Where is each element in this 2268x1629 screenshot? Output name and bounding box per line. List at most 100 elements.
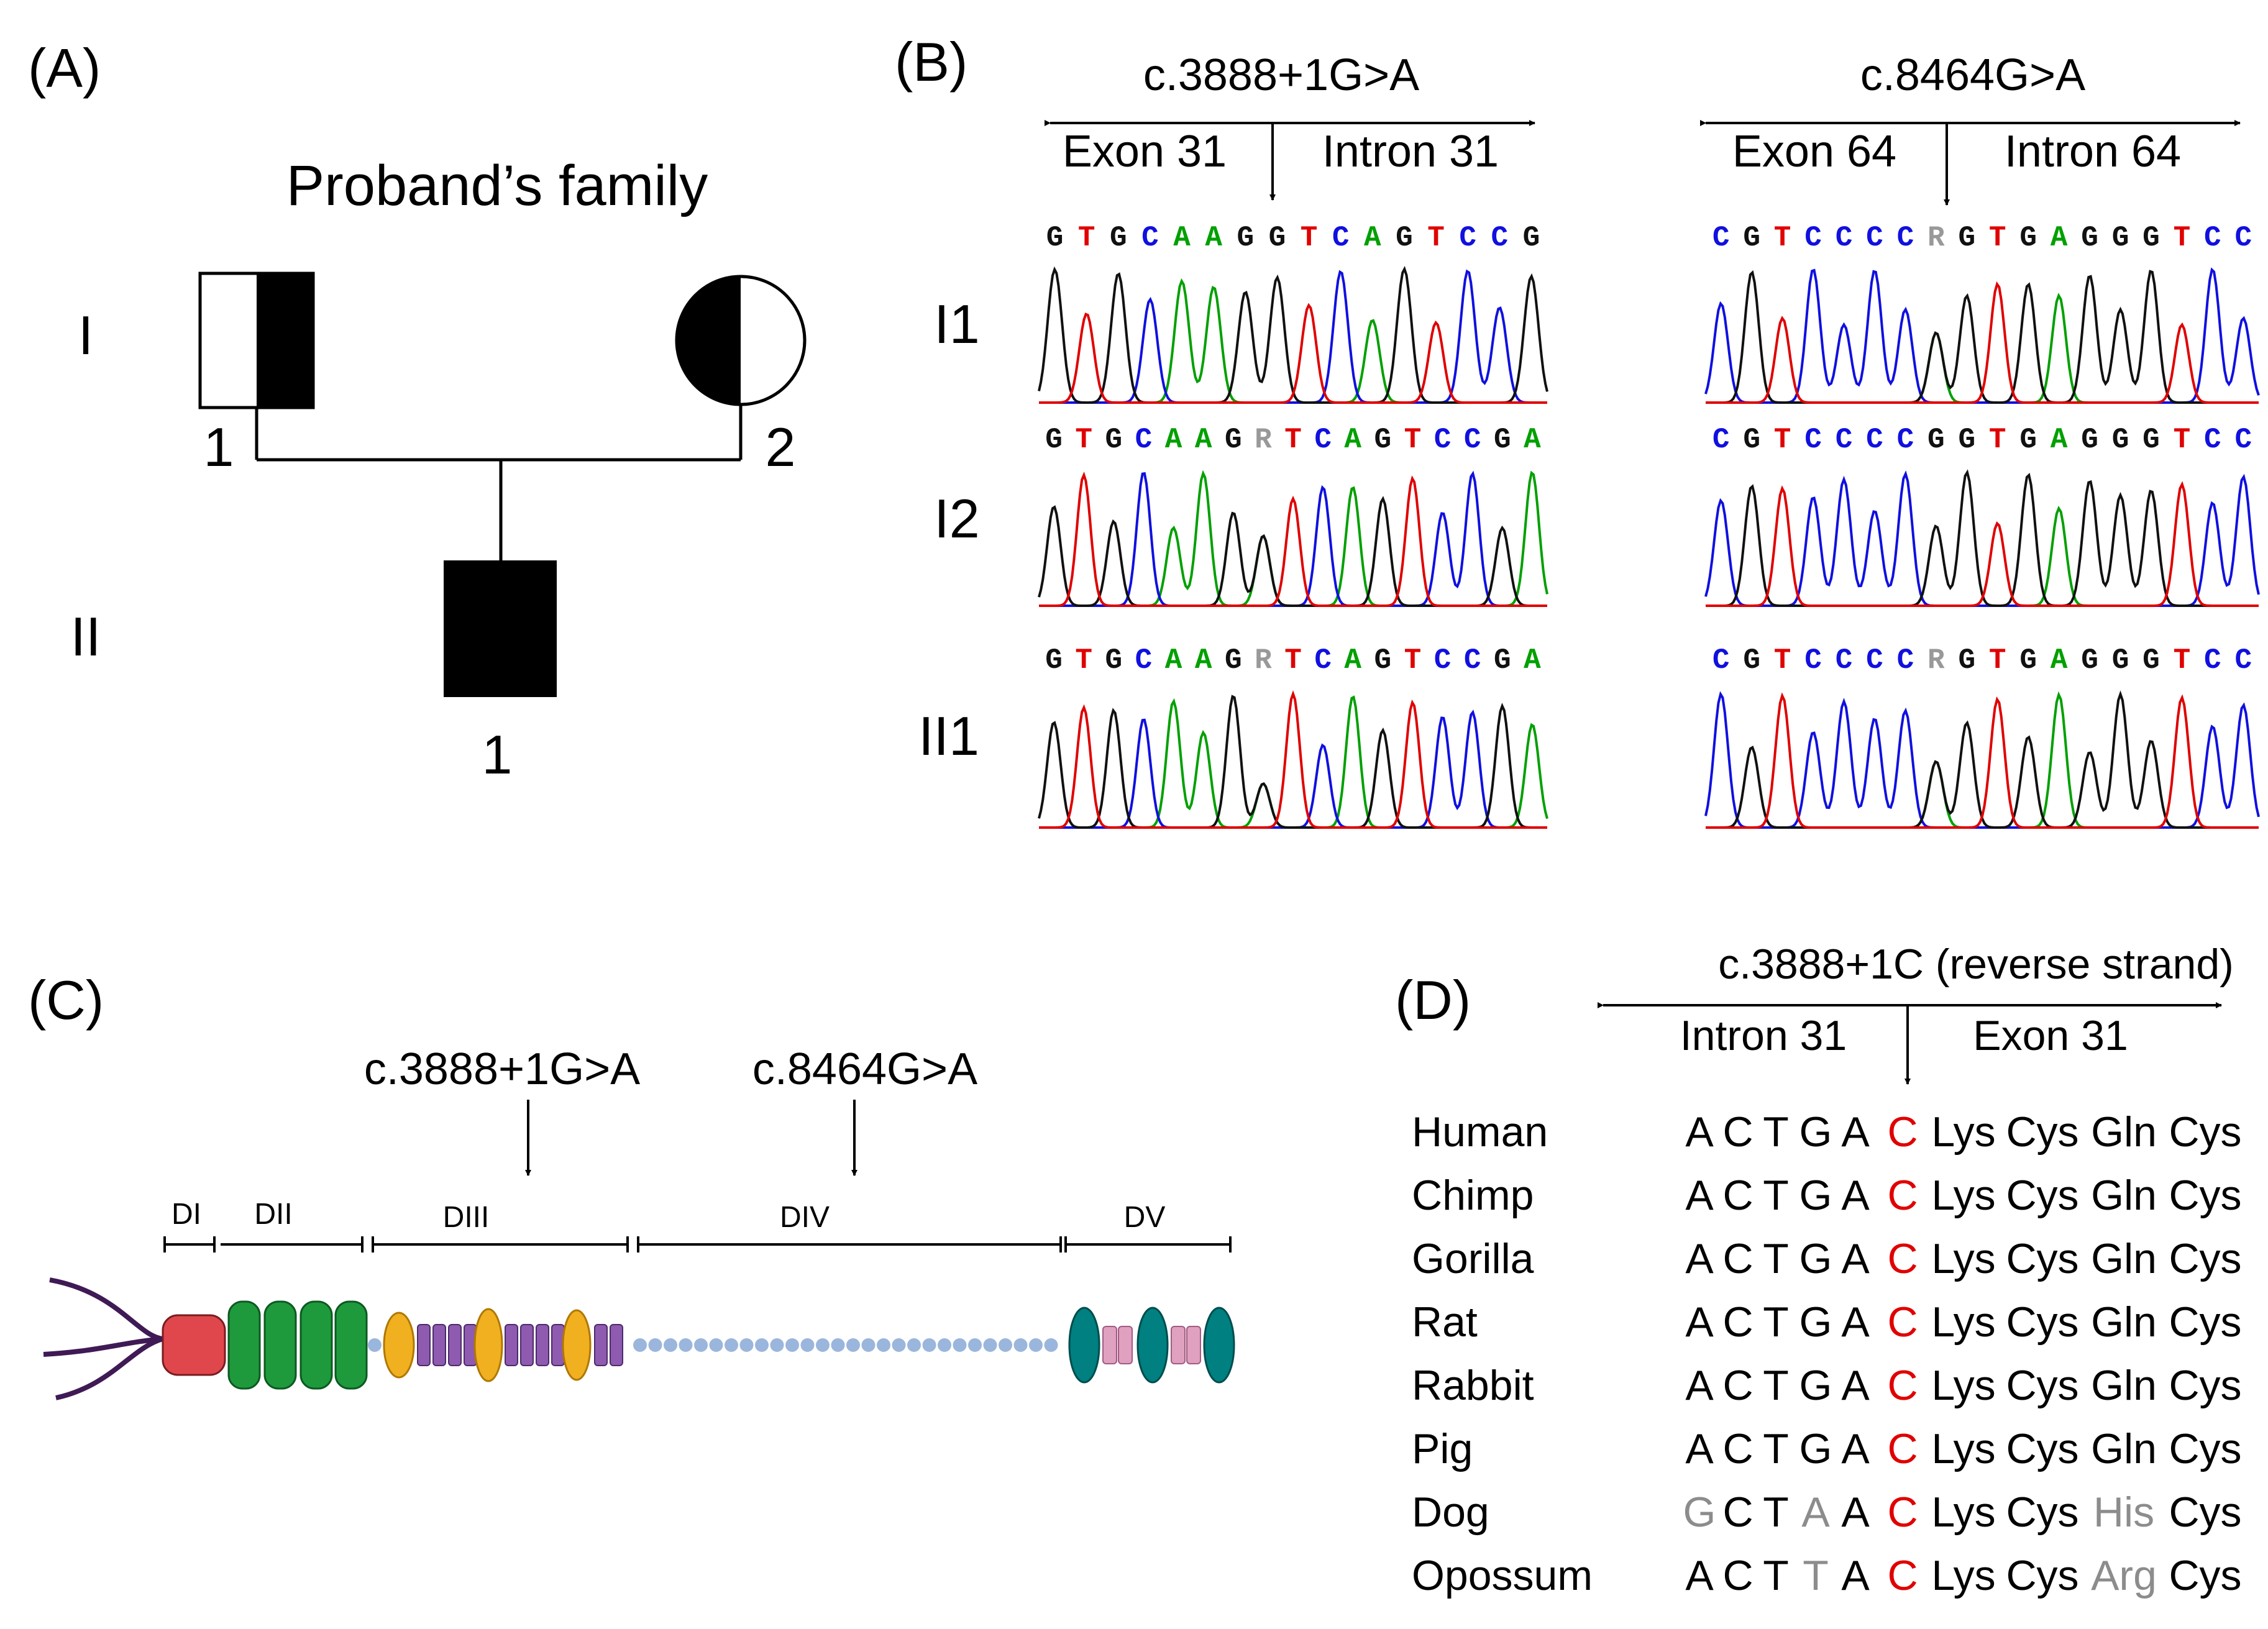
base-letter: G xyxy=(2019,644,2037,677)
base-letter: C xyxy=(1434,644,1452,677)
base-letter: G xyxy=(1743,222,1760,254)
base-letter: G xyxy=(1494,424,1511,456)
base-letter: G xyxy=(1046,222,1064,254)
variant-2-label: c.8464G>A xyxy=(752,1044,977,1094)
base-letter: G xyxy=(1110,222,1127,254)
egf-like-domain xyxy=(334,1300,368,1390)
nucleotide-cell: A xyxy=(1841,1552,1870,1599)
amino-acid-cell: Cys xyxy=(2169,1552,2241,1599)
base-letter: G xyxy=(1045,424,1063,456)
chromatogram-traces xyxy=(1038,265,2260,829)
linker-bead xyxy=(709,1338,723,1352)
base-letter: G xyxy=(2112,424,2129,456)
nucleotide-cell: C xyxy=(1722,1489,1753,1536)
base-letter: C xyxy=(1866,424,1883,456)
base-letter: G xyxy=(1045,644,1063,677)
base-letter: C xyxy=(1836,644,1853,677)
egf-small-domain xyxy=(536,1324,549,1366)
base-letter: C xyxy=(1491,222,1509,254)
linker-bead xyxy=(725,1338,738,1352)
amino-acid-cell: Cys xyxy=(2006,1108,2078,1156)
base-letter: G xyxy=(2081,424,2098,456)
species-name: Dog xyxy=(1412,1489,1489,1536)
nucleotide-cell: T xyxy=(1803,1552,1829,1599)
amino-acid-cell: Gln xyxy=(2091,1298,2157,1346)
generation-i-label: I xyxy=(78,304,93,366)
linker-bead xyxy=(694,1338,708,1352)
base-letter: G xyxy=(1958,644,1975,677)
species-name: Rabbit xyxy=(1412,1362,1534,1409)
nucleotide-cell: C xyxy=(1722,1298,1753,1346)
alignment-title: c.3888+1C (reverse strand) xyxy=(1718,941,2234,988)
base-letter: A xyxy=(1195,644,1212,677)
g-domain xyxy=(1203,1307,1235,1384)
base-letter: C xyxy=(2234,222,2252,254)
base-letter: C xyxy=(1712,222,1730,254)
amino-acid-cell: Cys xyxy=(2006,1489,2078,1536)
species-name: Pig xyxy=(1412,1425,1473,1472)
nucleotide-cell: C xyxy=(1887,1108,1918,1156)
base-letter: G xyxy=(2142,644,2160,677)
base-letter: G xyxy=(1396,222,1413,254)
base-letter: C xyxy=(1135,424,1153,456)
base-letter: C xyxy=(1897,424,1914,456)
amino-acid-cell: Lys xyxy=(1931,1172,1995,1219)
mother-number: 2 xyxy=(766,416,796,478)
egf-small-domain xyxy=(610,1324,623,1366)
proband-number: 1 xyxy=(482,724,513,785)
linker-bead xyxy=(953,1338,967,1352)
base-letter: R xyxy=(1927,644,1945,677)
nucleotide-cell: A xyxy=(1685,1172,1714,1219)
trace-a xyxy=(1039,470,1548,607)
generation-ii-label: II xyxy=(71,606,101,667)
amino-acid-cell: Cys xyxy=(2006,1235,2078,1282)
amino-acid-cell: Cys xyxy=(2006,1425,2078,1472)
nucleotide-cell: A xyxy=(1841,1298,1870,1346)
amino-acid-cell: Arg xyxy=(2091,1552,2157,1599)
base-letter: G xyxy=(1958,222,1975,254)
base-letter: T xyxy=(1427,222,1445,254)
father-number: 1 xyxy=(204,416,234,478)
base-letter: G xyxy=(2019,424,2037,456)
base-letter: A xyxy=(1344,424,1361,456)
domain-label-diii: DIII xyxy=(443,1201,490,1234)
amino-acid-cell: Cys xyxy=(2169,1362,2241,1409)
base-letter: A xyxy=(2051,222,2068,254)
linker-bead xyxy=(368,1338,382,1352)
trace-t xyxy=(1706,481,2259,607)
base-letter: G xyxy=(1225,644,1242,677)
egf-like-domain xyxy=(300,1300,333,1390)
base-letter: C xyxy=(1804,424,1822,456)
linker-bead xyxy=(1013,1338,1028,1352)
base-letter: C xyxy=(1836,222,1853,254)
nucleotide-cell: C xyxy=(1887,1172,1918,1219)
base-letter: C xyxy=(1314,644,1332,677)
left-intron-label: Intron 31 xyxy=(1322,127,1499,176)
g-domain xyxy=(1068,1307,1100,1384)
nucleotide-cell: C xyxy=(1887,1489,1918,1536)
linker-bead xyxy=(1029,1338,1043,1352)
linker-bead xyxy=(938,1338,951,1352)
base-letter: R xyxy=(1255,424,1272,456)
egf-small-domain xyxy=(417,1324,431,1366)
egf-small-domain xyxy=(505,1324,518,1366)
linker-bead xyxy=(785,1338,799,1352)
base-letter: T xyxy=(2174,424,2191,456)
linker-bead xyxy=(679,1338,693,1352)
right-exon-label: Exon 64 xyxy=(1732,127,1896,176)
linker-bead xyxy=(664,1338,677,1352)
base-letter: C xyxy=(1866,644,1883,677)
variant-1-label: c.3888+1G>A xyxy=(364,1044,640,1094)
base-letter: G xyxy=(1958,424,1975,456)
base-letter: G xyxy=(2112,644,2129,677)
base-letter: A xyxy=(1524,424,1541,456)
linker-bead xyxy=(755,1338,769,1352)
base-letter: A xyxy=(1165,424,1182,456)
panel-b-label: (B) xyxy=(895,31,967,93)
base-letter: C xyxy=(1459,222,1476,254)
base-letter: A xyxy=(1195,424,1212,456)
nucleotide-cell: C xyxy=(1722,1108,1753,1156)
amino-acid-cell: Cys xyxy=(2169,1298,2241,1346)
amino-acid-cell: Cys xyxy=(2169,1108,2241,1156)
proband-symbol xyxy=(444,560,557,697)
